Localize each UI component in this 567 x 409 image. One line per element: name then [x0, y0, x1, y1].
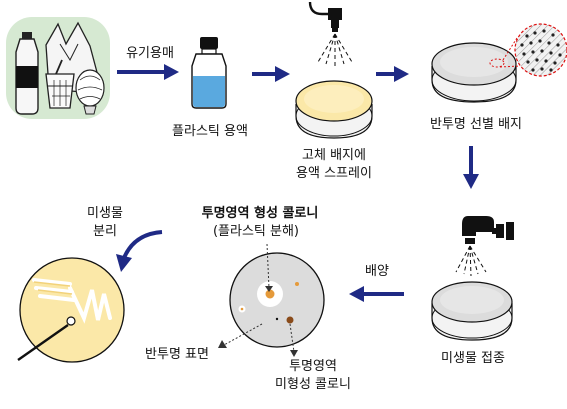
arrow-2 — [252, 66, 290, 82]
arrow-5 — [349, 286, 404, 302]
inoculation-loop — [17, 324, 69, 361]
yellow-agar-dish — [295, 80, 373, 139]
label-organic-solvent: 유기용매 — [126, 46, 174, 61]
label-culture: 배양 — [365, 264, 389, 279]
plastic-waste-illustration — [6, 17, 110, 119]
label-microbe-isolation-2: 분리 — [93, 224, 117, 239]
label-no-zone-1: 투명영역 — [289, 359, 337, 374]
label-translucent-surface: 반투명 표면 — [145, 347, 209, 362]
magnified-view — [514, 23, 567, 77]
isolation-plate — [19, 257, 125, 363]
label-microbe-isolation-1: 미생물 — [87, 206, 123, 221]
culture-plate — [218, 243, 325, 357]
arrow-4 — [463, 146, 479, 189]
label-clear-zone-subtitle: (플라스틱 분해) — [212, 224, 300, 239]
arrow-1 — [117, 64, 179, 80]
arrow-6-curved — [116, 230, 163, 272]
label-clear-zone-title: 투명영역 형성 콜로니 — [201, 206, 319, 221]
inoculation-sprayer-icon — [455, 216, 514, 277]
arrow-3 — [376, 66, 409, 82]
label-solid-medium-2: 용액 스프레이 — [296, 166, 372, 181]
label-plastic-solution: 플라스틱 용액 — [172, 124, 248, 139]
label-no-zone-2: 미형성 콜로니 — [275, 377, 351, 392]
inoculation-dish — [431, 281, 513, 341]
gray-agar-dish — [431, 37, 521, 103]
label-selective-medium: 반투명 선별 배지 — [430, 117, 522, 132]
label-microbe-inoculation: 미생물 접종 — [441, 351, 505, 366]
solvent-bottle-icon — [191, 37, 227, 109]
spray-nozzle-icon — [308, 1, 353, 66]
label-solid-medium-1: 고체 배지에 — [302, 148, 366, 163]
